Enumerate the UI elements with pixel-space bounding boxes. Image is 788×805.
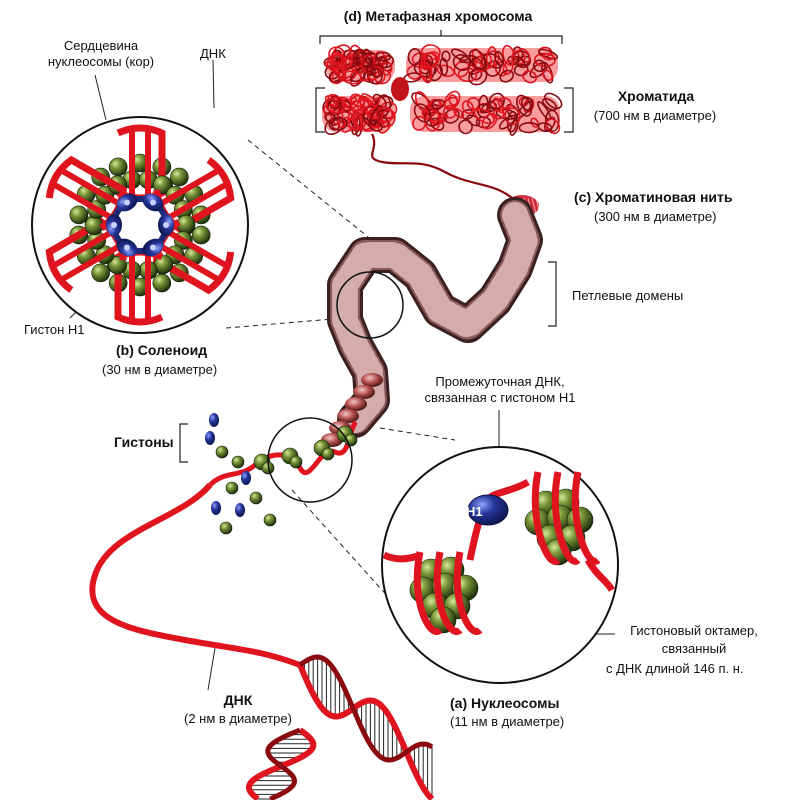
dna-bottom-label: ДНК: [223, 692, 253, 708]
nucleosome-beads: [205, 413, 359, 535]
dna-double-helix: [89, 482, 435, 802]
dashed-connectors: [225, 139, 456, 611]
h1-badge-label: H1: [466, 504, 483, 519]
nucleosome-circle: [381, 446, 619, 684]
nucleosomes-label: (a) Нуклеосомы: [450, 695, 560, 711]
metaphase-title: (d) Метафазная хромосома: [343, 8, 533, 24]
octamer-label-line2: связанный: [661, 641, 727, 656]
chromatin-fiber: [321, 195, 543, 447]
octamer-label-line1: Гистоновый октамер,: [630, 623, 758, 638]
histone-h1-label: Гистон Н1: [24, 322, 85, 337]
metaphase-chromosome: [322, 44, 563, 199]
small-magnifier-nucleosome: [267, 417, 353, 503]
chromatid-label: Хроматида: [617, 88, 695, 104]
small-magnifier-solenoid: [336, 271, 404, 339]
linker-label-line2: связанная с гистоном Н1: [424, 390, 576, 405]
nucleosomes-diameter: (11 нм в диаметре): [450, 714, 565, 729]
solenoid-diameter: (30 нм в диаметре): [102, 362, 218, 377]
dna-bottom-diameter: (2 нм в диаметре): [184, 711, 292, 726]
core-label-line1: Сердцевина: [63, 38, 139, 53]
histones-label: Гистоны: [114, 434, 174, 450]
loop-domains-label: Петлевые домены: [572, 288, 684, 303]
octamer-label-line3: с ДНК длиной 146 п. н.: [606, 661, 744, 676]
fiber-label: (c) Хроматиновая нить: [574, 189, 733, 205]
solenoid-circle: [31, 116, 249, 334]
core-label-line2: нуклеосомы (кор): [47, 54, 155, 69]
chromatid-diameter: (700 нм в диаметре): [593, 108, 717, 123]
solenoid-label: (b) Соленоид: [116, 342, 208, 358]
linker-label-line1: Промежуточная ДНК,: [435, 374, 565, 389]
dna-top-label: ДНК: [200, 46, 226, 61]
fiber-diameter: (300 нм в диаметре): [594, 209, 717, 224]
